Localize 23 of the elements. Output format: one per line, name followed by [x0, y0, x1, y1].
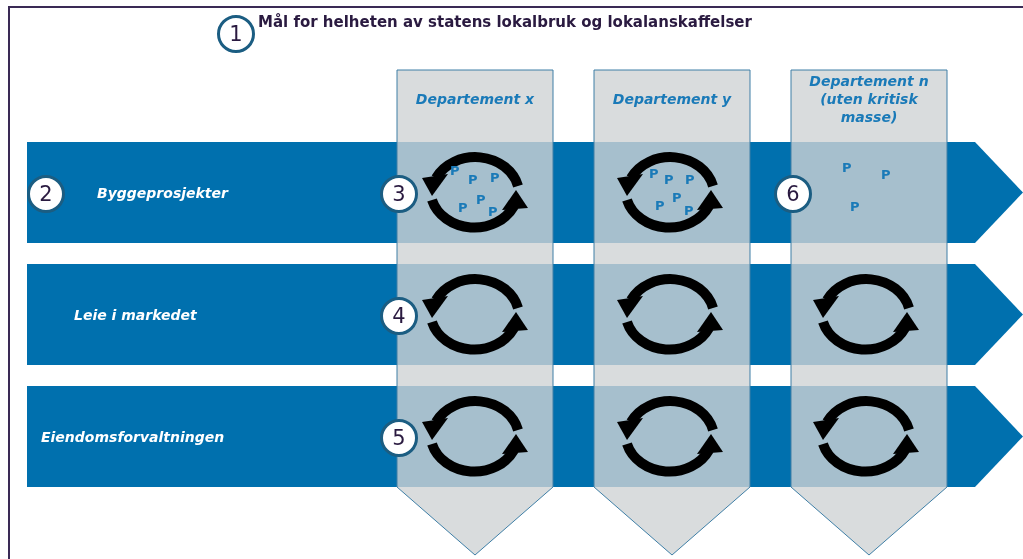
row-label: Eiendomsforvaltningen — [41, 429, 225, 445]
column-heading: Departement x — [414, 90, 536, 108]
project-letter: P — [649, 167, 659, 181]
project-letter: P — [881, 168, 891, 182]
project-letter: P — [850, 200, 860, 214]
diagram-title: Mål for helheten av statens lokalbruk og lokalanskaffelser — [258, 13, 752, 31]
project-letter: P — [664, 173, 674, 187]
project-letter: P — [672, 191, 682, 205]
project-letter: P — [476, 193, 486, 207]
project-letter: P — [842, 161, 852, 175]
project-letter: P — [450, 164, 460, 178]
project-letter: P — [458, 201, 468, 215]
row-label: Leie i markedet — [74, 307, 197, 323]
project-letter: P — [684, 204, 694, 218]
project-letter: P — [468, 173, 478, 187]
project-letter: P — [490, 171, 500, 185]
row-label: Byggeprosjekter — [97, 185, 228, 201]
callout-number: 1 — [217, 15, 255, 53]
project-letter: P — [488, 205, 498, 219]
column-heading: Departement n (uten kritisk masse) — [808, 72, 930, 126]
column-heading: Departement y — [611, 90, 733, 108]
project-letter: P — [655, 199, 665, 213]
project-letter: P — [685, 173, 695, 187]
